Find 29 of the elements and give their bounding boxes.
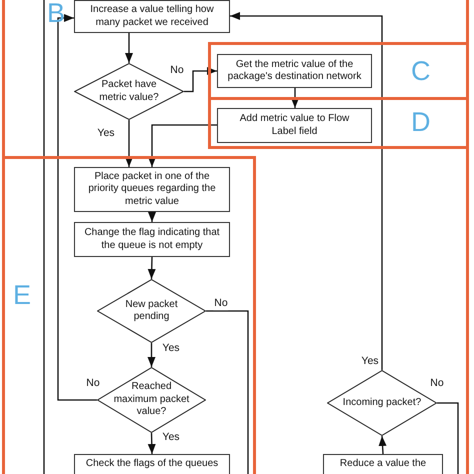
- flow-arrow: [125, 33, 133, 63]
- flow-arrow: [148, 343, 156, 367]
- region-frame: [208, 100, 469, 149]
- region-letter: C: [411, 58, 430, 85]
- flow-arrow: [57, 14, 97, 401]
- process-box: Add metric value to Flow Label field: [217, 108, 372, 143]
- flow-arrow: [148, 256, 156, 280]
- flow-arrow: [378, 436, 387, 454]
- process-box: Reduce a value the: [323, 454, 443, 474]
- process-box: Increase a value telling how many packet we received: [74, 0, 230, 33]
- process-box: Change the flag indicating that the queue is not empty: [74, 222, 230, 257]
- process-box: Place packet in one of the priority queues regarding the metric value: [74, 167, 230, 212]
- flow-arrow: [148, 212, 156, 222]
- decision-diamond: New packet pending: [97, 279, 206, 343]
- region-frame: [208, 42, 469, 100]
- region-letter: E: [13, 282, 32, 309]
- connector-line: [206, 310, 249, 474]
- flow-arrow: [125, 120, 133, 167]
- region-letter: D: [411, 109, 430, 136]
- process-box: Get the metric value of the package's destination network: [217, 54, 372, 88]
- flow-arrow: [148, 432, 156, 454]
- flow-arrow: [291, 88, 299, 108]
- region-frame: [2, 156, 256, 474]
- connector-line: [437, 402, 459, 474]
- flow-arrow: [230, 12, 383, 370]
- process-box: Check the flags of the queues: [74, 454, 230, 474]
- flow-arrow: [148, 124, 217, 167]
- region-letter: B: [47, 0, 66, 27]
- flow-arrow: [184, 67, 217, 92]
